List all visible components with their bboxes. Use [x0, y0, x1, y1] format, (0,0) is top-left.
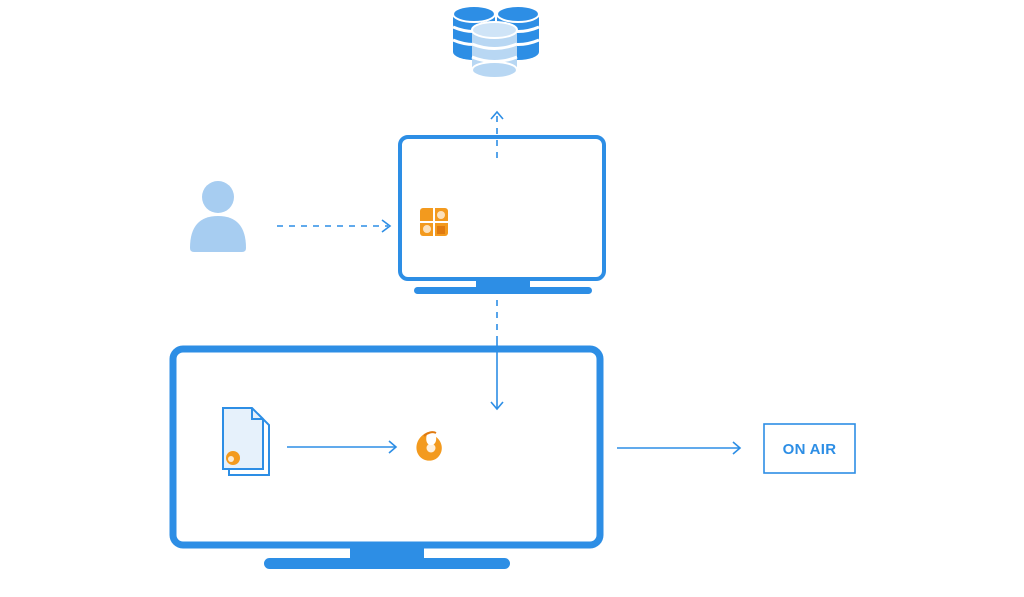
arrow-monitor-to-playout	[490, 300, 504, 411]
orange-app-logo-icon	[420, 208, 448, 236]
arrow-to-on-air	[617, 441, 742, 455]
arrow-user-to-monitor	[277, 219, 392, 233]
bottom-monitor	[169, 345, 604, 569]
user-icon	[190, 181, 246, 252]
database-icon	[452, 5, 540, 79]
arrow-docs-to-playout	[287, 440, 398, 454]
on-air-box: ON AIR	[763, 423, 856, 474]
arrow-to-database	[490, 110, 504, 158]
top-monitor	[398, 135, 606, 294]
orange-flame-logo-icon	[416, 431, 442, 461]
on-air-label: ON AIR	[783, 441, 837, 458]
document-stack-icon	[222, 407, 270, 476]
